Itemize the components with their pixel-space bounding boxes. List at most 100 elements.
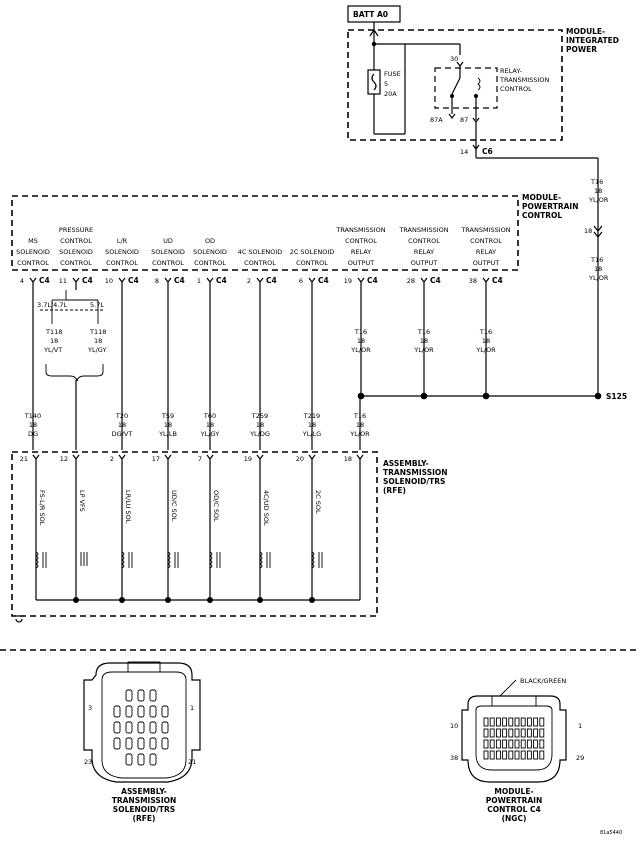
pcm-cavity-0-3	[502, 717, 508, 727]
connector-trs-pin-bl: 23	[84, 758, 92, 766]
connector-pcm-label-4: (NGC)	[502, 814, 527, 823]
pcm-channel-1-pin: 11	[59, 277, 67, 285]
pcm-cavity-1-4	[508, 728, 514, 738]
pcm-channel-6-l3: 2C SOLENOID	[290, 248, 335, 256]
pcm-channel-8-l1: TRANSMISSION	[398, 226, 448, 234]
trs-label-4: (RFE)	[383, 486, 406, 495]
trs-cavity-4-2	[137, 753, 145, 766]
connector-pcm-label-1: MODULE-	[494, 787, 533, 796]
pcm-cavity-3-3	[502, 750, 508, 760]
lower-wire-2-gauge: 18	[164, 421, 172, 429]
solenoid-label-5: 4C/UD SOL	[262, 490, 270, 526]
trs-cavity-3-3	[149, 737, 157, 750]
pcm-cavity-1-1	[489, 728, 495, 738]
pcm-channel-3-pin: 8	[155, 277, 159, 285]
connector-trs-label-1: ASSEMBLY-	[121, 787, 167, 796]
pcm-cavity-1-0	[483, 728, 489, 738]
right-wire-bottom-gauge: 18	[594, 265, 602, 273]
relay-bus-dot-1	[420, 392, 428, 400]
trs-pin-7: 18	[344, 455, 352, 463]
pcm-channel-5-terminal-icon	[256, 277, 264, 283]
trs-pin-3-terminal-icon	[164, 454, 172, 460]
pcm-cavity-2-4	[508, 739, 514, 749]
pcm-cavity-2-9	[539, 739, 545, 749]
solenoid-label-6: 2C SOL	[314, 490, 322, 514]
pcm-channel-8-conn: C4	[430, 276, 441, 285]
trs-pin-2: 2	[110, 455, 114, 463]
trs-pin-1-terminal-icon	[72, 454, 80, 460]
trs-label-1: ASSEMBLY-	[383, 459, 429, 468]
batt-arrow-icon	[369, 29, 379, 37]
pcm-label-2: POWERTRAIN	[522, 202, 578, 211]
connector-trs-pin-tr: 1	[190, 704, 194, 712]
pcm-channel-7-conn: C4	[367, 276, 378, 285]
trs-cavity-4-1	[125, 753, 133, 766]
pcm-cavity-3-7	[526, 750, 532, 760]
pcm-channel-6-terminal-icon	[308, 277, 316, 283]
pcm-cavity-0-1	[489, 717, 495, 727]
pcm-channel-8-terminal-icon	[420, 277, 428, 283]
relay-bus-dot-0	[357, 392, 365, 400]
trs-pin-6: 20	[296, 455, 304, 463]
batt-label: BATT A0	[353, 10, 388, 19]
pcm-cavity-3-5	[514, 750, 520, 760]
relay-wire-0-color: YL/OR	[350, 346, 371, 354]
pcm-cavity-1-3	[502, 728, 508, 738]
lower-wire-0-gauge: 18	[29, 421, 37, 429]
module-integrated-power-box	[347, 29, 563, 141]
lower-wire-2-color: YL/LB	[158, 430, 177, 438]
trs-cavity-2-0	[113, 721, 121, 734]
solenoid-label-2: LR/LU SOL	[124, 490, 132, 524]
trs-pin-4: 7	[198, 455, 202, 463]
lower-wire-0-color: DG	[28, 430, 38, 438]
figure-id: 81a5440	[600, 830, 622, 836]
pcm-channel-1-l2: CONTROL	[60, 237, 92, 245]
pcm-cavity-1-5	[514, 728, 520, 738]
relay-wire-1-gauge: 18	[420, 337, 428, 345]
relay-wire-2-circuit: T16	[479, 328, 492, 336]
pcm-channel-5-l4: CONTROL	[244, 259, 276, 267]
trs-label-3: SOLENOID/TRS	[383, 477, 445, 486]
relay-pin-87: 87	[460, 116, 468, 124]
pcm-channel-8-l3: RELAY	[414, 248, 434, 256]
relay-coil-icon	[477, 77, 481, 91]
relay-wire-0-circuit: T16	[354, 328, 367, 336]
pcm-cavity-2-6	[520, 739, 526, 749]
trs-cavity-3-0	[113, 737, 121, 750]
pcm-cavity-0-0	[483, 717, 489, 727]
connector-pcm-pin-tr: 1	[578, 722, 582, 730]
trs-cavity-3-1	[125, 737, 133, 750]
connector-trs-label-4: (RFE)	[133, 814, 156, 823]
pcm-cavity-0-7	[526, 717, 532, 727]
variant-right-label: 5.7L	[90, 301, 104, 309]
pcm-channel-4-terminal-icon	[206, 277, 214, 283]
module-integrated-power-label-3: POWER	[566, 45, 597, 54]
connector-trs-shell	[83, 662, 201, 783]
trs-cavity-1-2	[137, 705, 145, 718]
pcm-label-1: MODULE-	[522, 193, 561, 202]
ground-icon	[14, 615, 24, 623]
pcm-channel-7-l4: OUTPUT	[348, 259, 375, 267]
solenoid-4-coil-icon	[208, 551, 213, 569]
pcm-channel-7-l1: TRANSMISSION	[335, 226, 385, 234]
pcm-channel-2-l3: SOLENOID	[105, 248, 139, 256]
lower-wire-2-circuit: T59	[161, 412, 174, 420]
pcm-channel-2-conn: C4	[128, 276, 139, 285]
pcm-label-3: CONTROL	[522, 211, 562, 220]
relay-wire-2-color: YL/OR	[475, 346, 496, 354]
pcm-channel-2-l4: CONTROL	[106, 259, 138, 267]
pcm-channel-1-l3: SOLENOID	[59, 248, 93, 256]
pcm-cavity-3-8	[533, 750, 539, 760]
pcm-channel-3-l3: SOLENOID	[151, 248, 185, 256]
pcm-channel-9-terminal-icon	[482, 277, 490, 283]
relay-wire-2-gauge: 18	[482, 337, 490, 345]
pressure-variant: 3.7L/4.7L 5.7L T118 18 YL/VT T118 18 YL/…	[37, 290, 106, 382]
pcm-channel-3-conn: C4	[174, 276, 185, 285]
solenoid-2-core-icon	[128, 552, 133, 568]
relay-wire-0-gauge: 18	[357, 337, 365, 345]
pcm-cavity-1-7	[526, 728, 532, 738]
trs-cavity-3-2	[137, 737, 145, 750]
pcm-cavity-2-3	[502, 739, 508, 749]
